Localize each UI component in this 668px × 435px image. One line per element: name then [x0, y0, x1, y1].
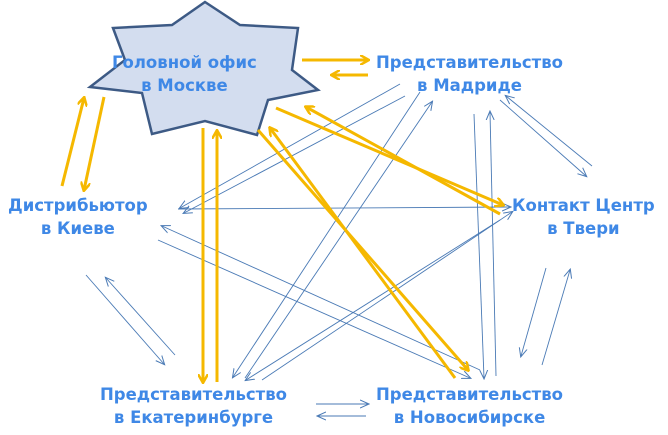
secondary-link-arrow	[85, 274, 164, 364]
node-tver-line1: Контакт Центр	[512, 196, 655, 215]
node-novosibirsk: Представительство в Новосибирске	[376, 383, 563, 429]
node-ekaterinburg: Представительство в Екатеринбурге	[100, 383, 287, 429]
node-madrid: Представительство в Мадриде	[376, 51, 563, 97]
node-ekaterinburg-line2: в Екатеринбурге	[113, 408, 274, 427]
secondary-link-arrow	[157, 239, 470, 378]
secondary-link-arrow	[490, 112, 497, 377]
primary-link-arrow	[306, 107, 501, 216]
node-madrid-line1: Представительство	[376, 53, 564, 72]
head-office-star	[86, 0, 321, 137]
primary-link-arrow	[256, 129, 468, 370]
secondary-link-arrow	[184, 95, 406, 213]
primary-link-arrow	[60, 98, 84, 187]
secondary-link-arrow	[499, 99, 586, 176]
node-moscow-line1: Головной офис	[112, 53, 257, 72]
node-madrid-line2: в Мадриде	[417, 76, 522, 95]
secondary-link-arrow	[261, 212, 512, 381]
node-kiev: Дистрибьютор в Киеве	[8, 194, 148, 240]
secondary-link-arrow	[521, 267, 547, 356]
node-moscow: Головной офис в Москве	[112, 51, 257, 97]
node-kiev-line2: в Киеве	[40, 219, 115, 238]
secondary-link-arrow	[106, 278, 176, 356]
secondary-link-arrow	[233, 91, 421, 377]
secondary-link-arrow	[506, 96, 593, 167]
node-tver: Контакт Центр в Твери	[512, 194, 655, 240]
secondary-link-arrow	[162, 226, 481, 371]
node-moscow-line2: в Москве	[141, 76, 228, 95]
secondary-link-arrow	[473, 113, 484, 378]
node-kiev-line1: Дистрибьютор	[8, 196, 148, 215]
secondary-link-arrow	[246, 219, 501, 380]
secondary-link-arrow	[244, 102, 432, 379]
primary-link-arrow	[84, 96, 106, 190]
secondary-link-arrow	[541, 270, 570, 366]
node-ekaterinburg-line1: Представительство	[100, 385, 288, 404]
node-novosibirsk-line1: Представительство	[376, 385, 564, 404]
primary-link-arrow	[270, 128, 457, 379]
node-novosibirsk-line2: в Новосибирске	[393, 408, 546, 427]
primary-link-arrow	[275, 106, 503, 205]
node-tver-line2: в Твери	[547, 219, 620, 238]
